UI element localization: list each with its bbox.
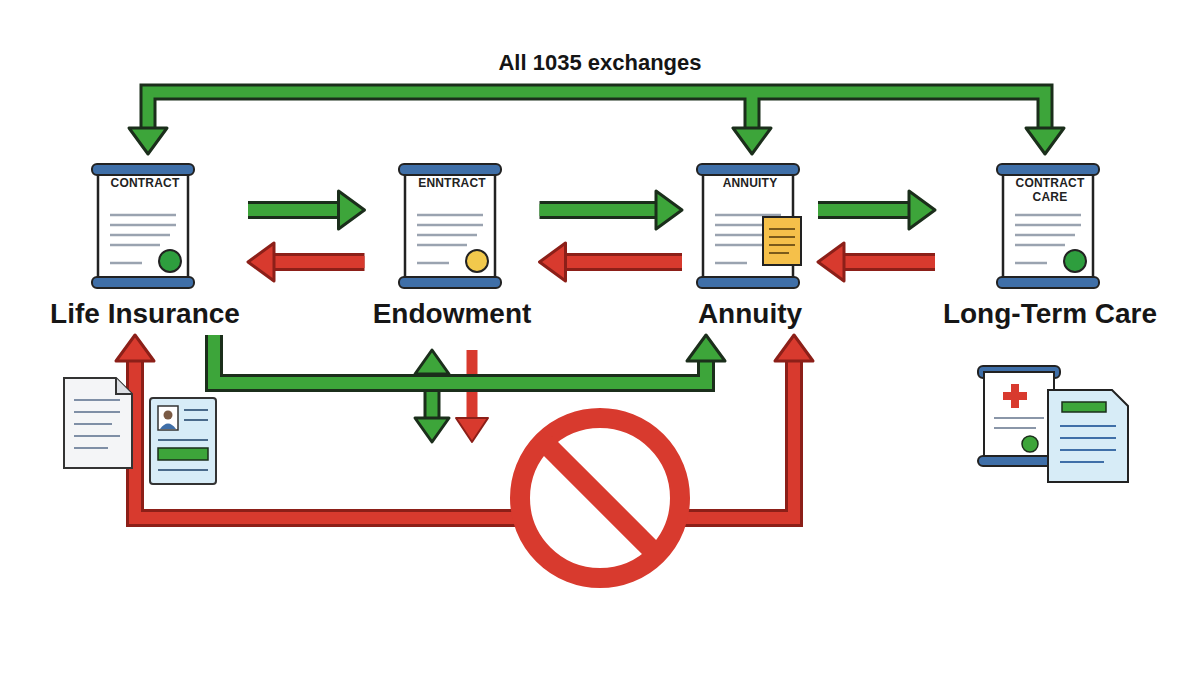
connector-shaft bbox=[563, 256, 683, 268]
connector-outline bbox=[248, 201, 342, 219]
scroll-roll bbox=[997, 277, 1099, 288]
note-lines bbox=[769, 229, 795, 253]
medical-cross bbox=[1003, 384, 1027, 408]
id-person bbox=[160, 424, 176, 430]
diagram-title: All 1035 exchanges bbox=[0, 50, 1200, 76]
endowment-side-arrows bbox=[415, 350, 488, 442]
exchange-arrow bbox=[540, 243, 683, 281]
bracket-head bbox=[129, 128, 167, 154]
id-photo bbox=[158, 406, 178, 430]
paper-fold bbox=[116, 378, 132, 394]
node-label: Life Insurance bbox=[50, 297, 240, 331]
exchange-arrow bbox=[540, 191, 683, 229]
scroll-seal bbox=[1022, 436, 1038, 452]
scroll-roll bbox=[399, 164, 501, 175]
arrow-head bbox=[540, 243, 566, 281]
exchange-arrow bbox=[818, 243, 935, 281]
connector-shaft bbox=[841, 256, 935, 268]
exchange-arrow bbox=[248, 191, 365, 229]
paper-sheet bbox=[1003, 169, 1093, 281]
bracket-head bbox=[1026, 128, 1064, 154]
scroll-roll bbox=[697, 164, 799, 175]
id-form-icon bbox=[150, 398, 216, 484]
connector-shaft bbox=[271, 256, 365, 268]
paper-sheet bbox=[405, 169, 495, 281]
connector-outline bbox=[271, 253, 365, 271]
contract-node: ENNTRACT Endowment bbox=[369, 163, 536, 333]
connector-outline bbox=[563, 253, 683, 271]
label-row: Long-Term Care bbox=[939, 297, 1161, 331]
arrow-head bbox=[687, 335, 725, 361]
connector-shaft bbox=[214, 335, 706, 383]
label-row: Annuity bbox=[686, 297, 814, 331]
scroll-lines bbox=[994, 418, 1044, 428]
connector-shaft bbox=[248, 204, 342, 216]
arrow-head bbox=[909, 191, 935, 229]
arrow-head bbox=[248, 243, 274, 281]
bracket-line bbox=[148, 92, 1045, 134]
arrow-head bbox=[116, 335, 154, 361]
scroll-roll bbox=[92, 164, 194, 175]
id-lines bbox=[158, 410, 208, 470]
paper-lines bbox=[74, 400, 120, 448]
document-icons-left bbox=[64, 378, 216, 484]
exchange-arrow bbox=[214, 335, 725, 383]
bracket-outline bbox=[148, 92, 1045, 134]
scroll-roll bbox=[399, 277, 501, 288]
connector-outline bbox=[214, 335, 706, 383]
connector-shaft bbox=[818, 204, 912, 216]
connector-outline bbox=[540, 201, 660, 219]
prohibition-slash bbox=[545, 443, 655, 553]
arrow-head bbox=[775, 335, 813, 361]
connector-shaft bbox=[135, 358, 794, 518]
sticky-note bbox=[763, 217, 801, 265]
exchange-arrow bbox=[116, 335, 813, 518]
seal bbox=[159, 250, 181, 272]
arrow-head bbox=[818, 243, 844, 281]
id-green-row bbox=[158, 448, 208, 460]
scroll-roll bbox=[697, 277, 799, 288]
document-lines bbox=[1060, 426, 1116, 462]
scroll-roll bbox=[92, 277, 194, 288]
exchange-arrow bbox=[818, 191, 935, 229]
contract-header: CONTRACT bbox=[103, 176, 187, 190]
prohibition-sign bbox=[520, 418, 680, 578]
arrow-head bbox=[339, 191, 365, 229]
contract-header: ENNTRACT bbox=[410, 176, 494, 190]
node-label: Long-Term Care bbox=[943, 297, 1157, 331]
care-scroll bbox=[984, 372, 1054, 460]
connector-outline bbox=[135, 358, 794, 518]
contract-node: CONTRACT Life Insurance bbox=[46, 163, 244, 333]
contract-header: ANNUITY bbox=[708, 176, 792, 190]
connector-shaft bbox=[540, 204, 660, 216]
blue-document bbox=[1048, 390, 1128, 482]
contract-node: CONTRACT CARE Long-Term Care bbox=[939, 163, 1161, 333]
arrow-head bbox=[656, 191, 682, 229]
connector-outline bbox=[841, 253, 935, 271]
node-label: Endowment bbox=[373, 297, 532, 331]
label-row: Endowment bbox=[369, 297, 536, 331]
paper-sheet bbox=[98, 169, 188, 281]
document-green-bar bbox=[1062, 402, 1106, 412]
arrow-head bbox=[456, 418, 488, 442]
seal bbox=[466, 250, 488, 272]
top-bracket bbox=[129, 92, 1064, 154]
exchange-arrow bbox=[248, 243, 365, 281]
contract-header: CONTRACT CARE bbox=[1008, 176, 1092, 204]
arrow-head bbox=[415, 350, 449, 374]
label-row: Life Insurance bbox=[46, 297, 244, 331]
bracket-head bbox=[733, 128, 771, 154]
care-icons bbox=[978, 366, 1128, 482]
seal bbox=[1064, 250, 1086, 272]
prohibition-ring bbox=[520, 418, 680, 578]
id-person bbox=[164, 411, 173, 420]
connector-outline bbox=[818, 201, 912, 219]
contract-node: ANNUITY Annuity bbox=[686, 163, 814, 333]
paper-icon bbox=[64, 378, 132, 468]
node-label: Annuity bbox=[698, 297, 802, 331]
scroll-roll bbox=[997, 164, 1099, 175]
arrow-head bbox=[415, 418, 449, 442]
